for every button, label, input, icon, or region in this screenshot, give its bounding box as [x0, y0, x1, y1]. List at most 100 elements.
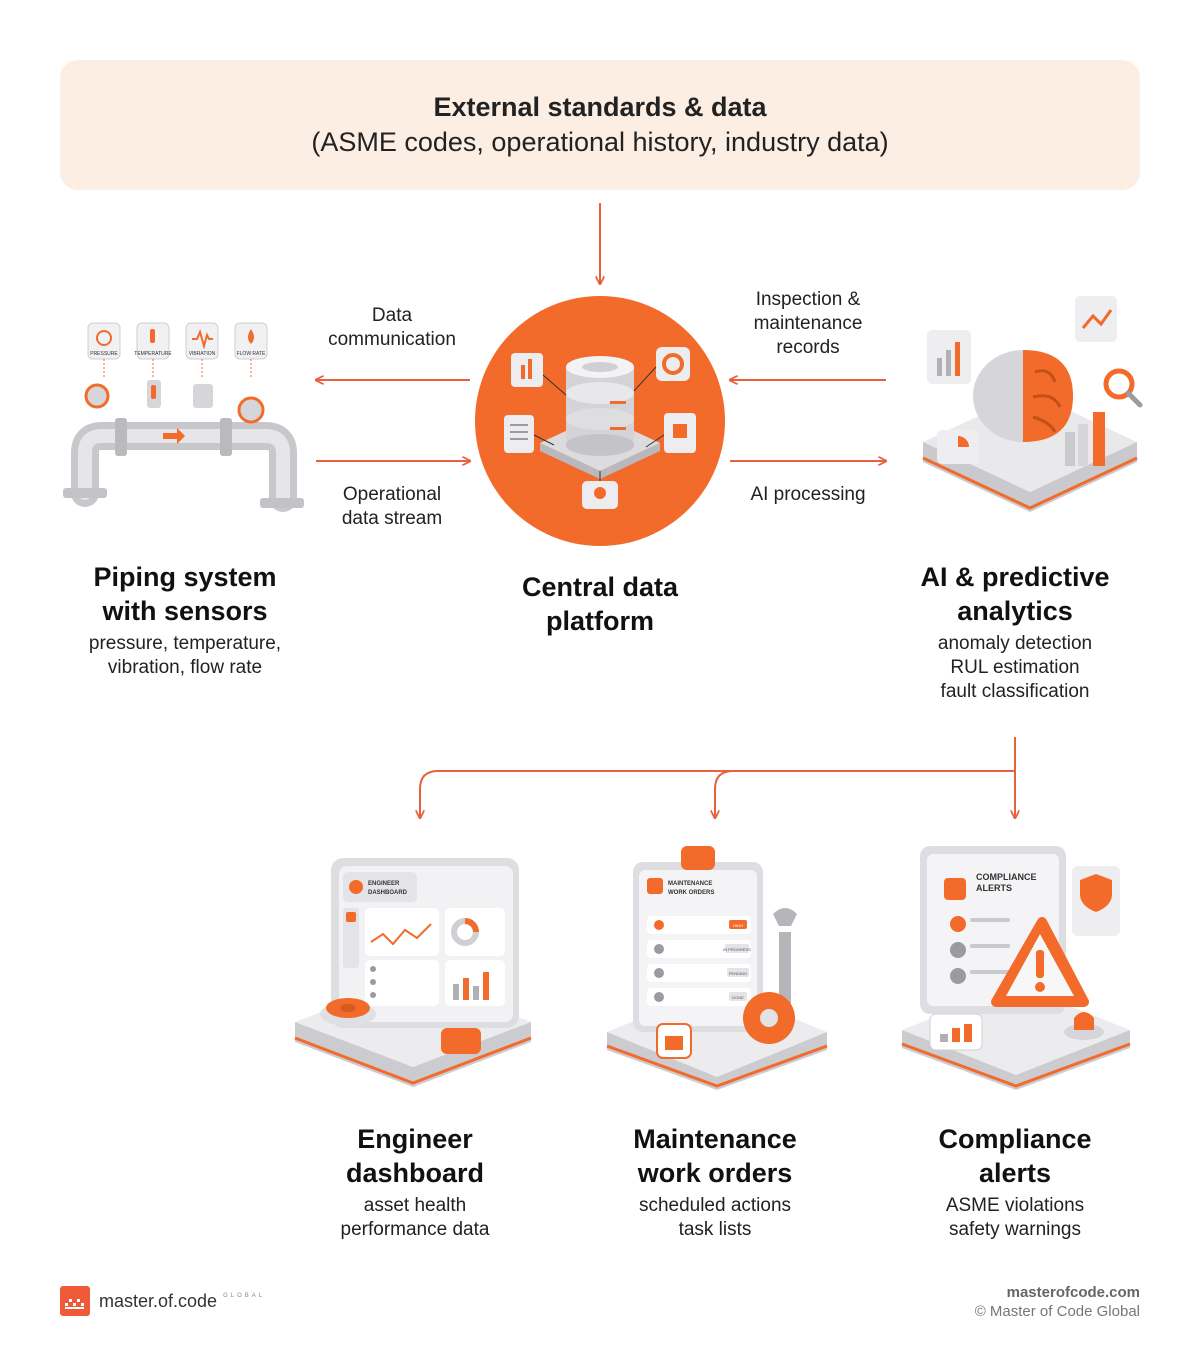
gauge-icon — [96, 330, 112, 346]
user-icon — [349, 880, 363, 894]
compliance-title: Compliance alerts — [875, 1122, 1155, 1190]
document-icon — [504, 415, 534, 453]
banner-title: External standards & data — [433, 92, 767, 122]
compliance-title-line: Compliance — [938, 1124, 1092, 1154]
ai-analytics-illustration — [922, 296, 1143, 512]
ai-title: AI & predictive analytics — [865, 560, 1165, 628]
work-orders-screen-label-1: MAINTENANCE — [668, 881, 712, 887]
node-piping: Piping system with sensors pressure, tem… — [40, 560, 330, 680]
dashboard-title: Engineer dashboard — [275, 1122, 555, 1190]
node-compliance: Compliance alerts ASME violations safety… — [875, 1122, 1155, 1242]
sensor-devices — [84, 380, 265, 424]
ring-chart-icon — [656, 347, 690, 381]
dashboard-screen-label-2: DASHBOARD — [368, 890, 408, 896]
compliance-alerts-illustration: COMPLIANCE ALERTS — [901, 846, 1131, 1090]
piping-detail-line: vibration, flow rate — [107, 657, 263, 678]
flow-label-operational-stream: Operational data stream — [307, 483, 477, 531]
sensor-tag-pressure: PRESSURE — [90, 351, 118, 357]
ai-details: anomaly detection RUL estimation fault c… — [865, 632, 1165, 704]
flow-label-line: Data — [371, 305, 413, 326]
platform-title-line: platform — [546, 606, 654, 636]
flow-label-line: data stream — [341, 508, 443, 529]
node-dashboard: Engineer dashboard asset health performa… — [275, 1122, 555, 1242]
alert-dot-icon — [950, 916, 966, 932]
piping-system-illustration: PRESSURE TEMPERATURE VIBRATION FLOW RATE — [63, 322, 304, 512]
work-order-row — [647, 964, 751, 982]
compliance-detail-line: ASME violations — [945, 1195, 1085, 1216]
sensor-tag-temperature: TEMPERATURE — [134, 351, 172, 357]
flow-label-line: Inspection & — [755, 289, 861, 310]
droplet-icon — [248, 329, 254, 344]
dashboard-detail-line: performance data — [340, 1219, 490, 1240]
brain-icon — [973, 350, 1073, 442]
magnifier-icon — [1103, 368, 1143, 408]
dashboard-screen-label-1: ENGINEER — [368, 881, 400, 887]
bell-icon — [944, 878, 966, 900]
work-order-row — [647, 988, 751, 1006]
warning-triangle-icon — [991, 917, 1089, 1007]
gear-icon — [320, 998, 376, 1026]
settings-button-icon — [441, 1028, 481, 1054]
ai-title-line: analytics — [957, 596, 1073, 626]
flow-label-data-communication: Data communication — [307, 304, 477, 352]
piping-title: Piping system with sensors — [40, 560, 330, 628]
arrow-to-dashboard — [420, 770, 1015, 818]
compliance-screen-label-1: COMPLIANCE — [976, 872, 1037, 882]
checklist-panel — [365, 960, 439, 1006]
node-ai: AI & predictive analytics anomaly detect… — [865, 560, 1165, 704]
alert-dot-icon — [950, 968, 966, 984]
logo-mark-icon — [60, 1286, 90, 1316]
brand-suffix: GLOBAL — [223, 1293, 266, 1299]
work-orders-screen-label-2: WORK ORDERS — [668, 890, 714, 896]
piping-detail-line: pressure, temperature, — [88, 633, 282, 654]
work-orders-title-line: work orders — [637, 1158, 793, 1188]
engineer-dashboard-illustration: ENGINEER DASHBOARD — [294, 858, 532, 1087]
compliance-screen-label-2: ALERTS — [976, 883, 1012, 893]
chart-card-icon — [511, 353, 543, 387]
flow-label-line: records — [776, 337, 840, 358]
flow-direction-icon — [163, 428, 185, 444]
chip-pending: PENDING — [729, 971, 747, 976]
arrow-to-work-orders — [715, 770, 734, 818]
compliance-details: ASME violations safety warnings — [875, 1194, 1155, 1242]
work-orders-title: Maintenance work orders — [575, 1122, 855, 1190]
work-orders-title-line: Maintenance — [633, 1124, 797, 1154]
platform-title: Central data platform — [455, 570, 745, 638]
sensor-tag-flow-rate: FLOW RATE — [237, 351, 266, 357]
chip-done: DONE — [732, 995, 744, 1000]
chip-in-progress: IN PROGRESS — [723, 947, 751, 952]
banner-subtitle: (ASME codes, operational history, indust… — [311, 127, 889, 157]
compliance-title-line: alerts — [978, 1158, 1052, 1188]
brand-logo[interactable]: master.of.code GLOBAL — [60, 1286, 265, 1316]
work-orders-illustration: MAINTENANCE WORK ORDERS HIGH IN PROGRESS… — [606, 846, 828, 1090]
piping-details: pressure, temperature, vibration, flow r… — [40, 632, 330, 680]
shield-icon — [1080, 874, 1112, 912]
alert-dot-icon — [950, 942, 966, 958]
work-order-row — [647, 940, 751, 958]
node-work-orders: Maintenance work orders scheduled action… — [575, 1122, 855, 1242]
sensor-tag-vibration: VIBRATION — [189, 351, 216, 357]
ai-detail-line: anomaly detection — [937, 633, 1093, 654]
ai-detail-line: fault classification — [940, 681, 1090, 702]
flow-label-line: Operational — [342, 484, 442, 505]
database-icon — [566, 356, 634, 456]
site-link[interactable]: masterofcode.com — [1006, 1284, 1140, 1301]
ai-detail-line: RUL estimation — [950, 657, 1080, 678]
brand-name: master.of.code — [99, 1290, 218, 1311]
piping-title-line: Piping system — [93, 562, 277, 592]
wrench-badge-icon — [647, 878, 663, 894]
wrench-icon — [779, 932, 791, 1012]
alarm-light-icon — [1064, 1012, 1104, 1040]
dashboard-detail-line: asset health — [363, 1195, 467, 1216]
flow-label-line: communication — [328, 329, 456, 350]
copyright: © Master of Code Global — [974, 1303, 1140, 1320]
dashboard-details: asset health performance data — [275, 1194, 555, 1242]
clipboard-clip-icon — [681, 846, 715, 870]
flow-label-line: AI processing — [750, 484, 866, 505]
vibration-icon — [192, 329, 213, 350]
footer-credits: masterofcode.com © Master of Code Global — [975, 1283, 1140, 1321]
ai-title-line: AI & predictive — [920, 562, 1110, 592]
piping-title-line: with sensors — [102, 596, 268, 626]
flow-label-inspection-records: Inspection & maintenance records — [723, 288, 893, 360]
node-platform: Central data platform — [455, 570, 745, 638]
